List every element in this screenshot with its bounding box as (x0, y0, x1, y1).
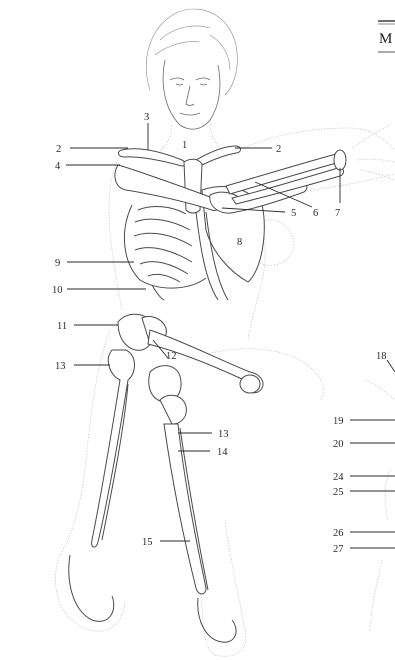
label-25: 25 (333, 487, 344, 498)
skeleton (69, 146, 346, 642)
label-11: 11 (57, 321, 67, 332)
label-24: 24 (333, 472, 344, 483)
clavicle-right (118, 149, 185, 166)
label-1: 1 (182, 140, 187, 151)
label-10: 10 (52, 285, 63, 296)
label-7: 7 (335, 208, 340, 219)
label-12: 12 (166, 351, 177, 362)
label-13-front: 13 (55, 361, 66, 372)
label-13-back: 13 (218, 429, 229, 440)
label-27: 27 (333, 544, 344, 555)
label-2-left: 2 (276, 144, 281, 155)
body-outline-sketch (55, 9, 395, 656)
foot-front (69, 555, 114, 621)
face-outline (163, 60, 220, 129)
tibia-back (164, 424, 206, 594)
femur-head (240, 375, 260, 393)
foot-back (198, 598, 236, 642)
label-9: 9 (55, 258, 60, 269)
hair-outline (146, 9, 237, 95)
label-8: 8 (237, 237, 242, 248)
title-fragment: M (379, 31, 392, 47)
label-19: 19 (333, 416, 344, 427)
humerus-right (115, 165, 220, 210)
label-15: 15 (142, 537, 153, 548)
label-18: 18 (376, 351, 387, 362)
wrist-bone (334, 150, 346, 170)
label-2-right: 2 (56, 144, 61, 155)
page-header: M (378, 21, 395, 52)
label-26: 26 (333, 528, 344, 539)
label-20: 20 (333, 439, 344, 450)
tibia-front (92, 350, 135, 547)
label-6: 6 (313, 208, 318, 219)
clavicle-left (196, 146, 241, 166)
label-5: 5 (291, 208, 296, 219)
label-4: 4 (55, 161, 61, 172)
label-3: 3 (144, 112, 149, 123)
label-14: 14 (217, 447, 228, 458)
